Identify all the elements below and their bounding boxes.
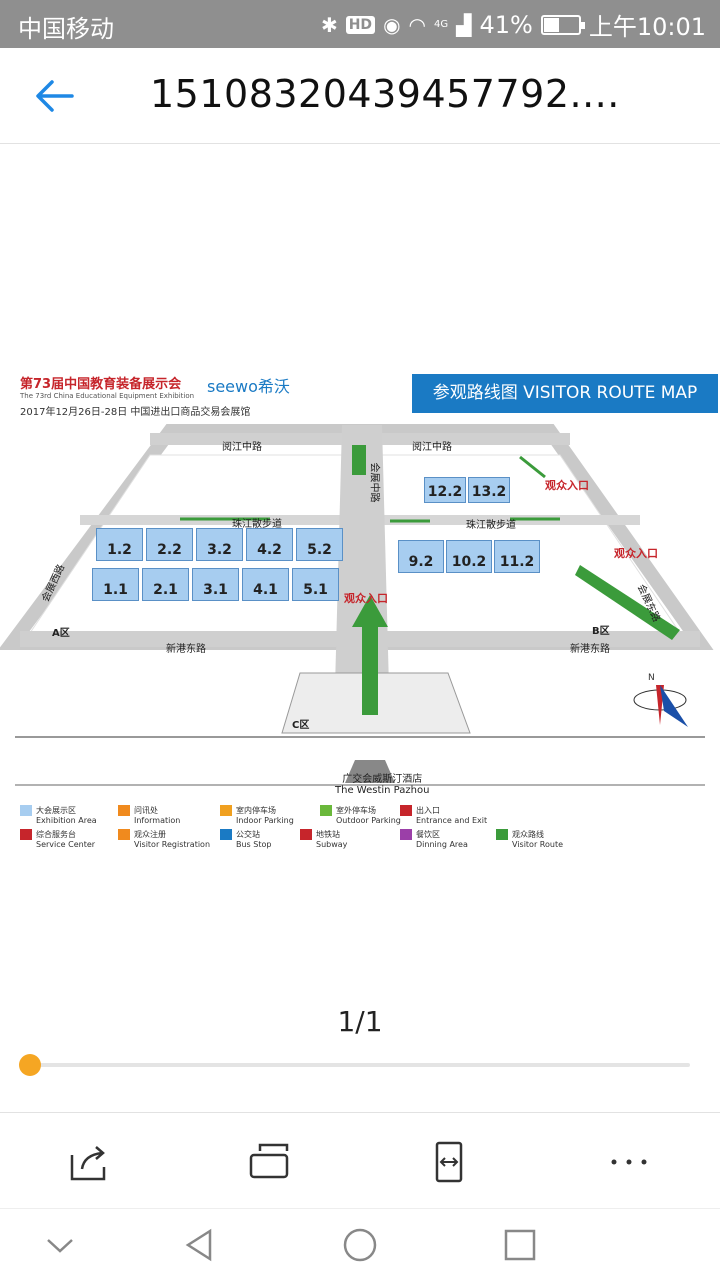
exhibition-hall: 2.1 [142, 568, 189, 601]
document-title: 1510832043945779​2.... [150, 72, 620, 116]
road-label: 珠江散步道 [466, 520, 516, 531]
carrier-name: 中国移动 [18, 15, 114, 43]
visitor-route-map[interactable]: 第73届中国教育装备展示会 The 73rd China Educational… [0, 365, 720, 865]
visitor-entrance: 观众入口 [545, 479, 589, 492]
exhibition-hall: 3.2 [196, 528, 243, 561]
nav-back-icon[interactable] [182, 1227, 218, 1263]
more-icon[interactable] [608, 1141, 650, 1183]
legend-swatch [20, 805, 32, 816]
zone-label: B区 [592, 626, 610, 637]
exhibition-hall: 5.1 [292, 568, 339, 601]
road-label: 新港东路 [570, 644, 610, 655]
page-indicator: 1/1 [337, 1005, 383, 1038]
legend-swatch [220, 805, 232, 816]
legend-swatch [400, 829, 412, 840]
legend-swatch [118, 829, 130, 840]
battery-icon [540, 14, 585, 35]
legend-swatch [220, 829, 232, 840]
exhibition-hall: 5.2 [296, 528, 343, 561]
map-roads: N [0, 424, 714, 786]
chevron-down-icon[interactable] [42, 1227, 78, 1263]
fit-width-icon[interactable] [428, 1141, 470, 1183]
road-label: 阅江中路 [412, 442, 452, 453]
signal-icon: ▟ [456, 12, 472, 37]
legend-swatch [300, 829, 312, 840]
road-label: 阅江中路 [222, 442, 262, 453]
exhibition-hall: 9.2 [398, 540, 444, 573]
road-label: 会展中路 [368, 462, 380, 503]
visitor-entrance: 观众入口 [344, 592, 388, 605]
exhibition-hall: 11.2 [494, 540, 540, 573]
exhibition-hall: 3.1 [192, 568, 239, 601]
zone-label: A区 [52, 628, 70, 639]
brand-logo: seewo希沃 [207, 377, 290, 396]
status-icons: ✱ HD ◉ ◠ 4G ▟ 41% 上午10:01 [321, 7, 706, 42]
exhibition-hall: 10.2 [446, 540, 492, 573]
page-slider-thumb[interactable] [19, 1054, 41, 1076]
exhibition-hall: 12.2 [424, 477, 466, 503]
legend-swatch [400, 805, 412, 816]
clock: 上午10:01 [588, 13, 706, 41]
eye-icon: ◉ [383, 12, 401, 37]
road-label: 珠江散步道 [232, 519, 282, 530]
exhibition-hall: 4.1 [242, 568, 289, 601]
rotate-page-icon[interactable] [248, 1141, 290, 1183]
back-arrow-icon[interactable] [32, 74, 80, 118]
exhibition-hall: 1.2 [96, 528, 143, 561]
exhibition-hall: 13.2 [468, 477, 510, 503]
network-type: 4G [433, 19, 449, 30]
zone-label: C区 [292, 720, 310, 731]
date-venue: 2017年12月26日-28日 中国进出口商品交易会展馆 [20, 407, 251, 418]
bottom-toolbar [0, 1112, 720, 1208]
status-bar: 中国移动 ✱ HD ◉ ◠ 4G ▟ 41% 上午10:01 [0, 0, 720, 48]
visitor-entrance: 观众入口 [614, 547, 658, 560]
svg-text:N: N [648, 673, 655, 683]
share-icon[interactable] [68, 1141, 110, 1183]
wifi-icon: ◠ [408, 12, 426, 37]
battery-percent: 41% [479, 10, 533, 39]
hd-icon: HD [345, 15, 376, 34]
nav-home-icon[interactable] [342, 1227, 378, 1263]
legend-swatch [320, 805, 332, 816]
exhibition-hall: 4.2 [246, 528, 293, 561]
exhibition-hall: 1.1 [92, 568, 139, 601]
legend-swatch [496, 829, 508, 840]
app-header: 1510832043945779​2.... [0, 48, 720, 144]
system-nav-bar [0, 1208, 720, 1280]
exhibition-hall: 2.2 [146, 528, 193, 561]
exhibition-logo: 第73届中国教育装备展示会 The 73rd China Educational… [20, 377, 195, 400]
nav-recents-icon[interactable] [502, 1227, 538, 1263]
hotel-label: 广交会威斯汀酒店 The Westin Pazhou [335, 774, 430, 796]
legend-swatch [20, 829, 32, 840]
bluetooth-icon: ✱ [320, 12, 338, 37]
legend-swatch [118, 805, 130, 816]
route-map-banner: 参观路线图 VISITOR ROUTE MAP [412, 374, 718, 413]
page-slider-track[interactable] [30, 1063, 690, 1067]
road-label: 新港东路 [166, 644, 206, 655]
